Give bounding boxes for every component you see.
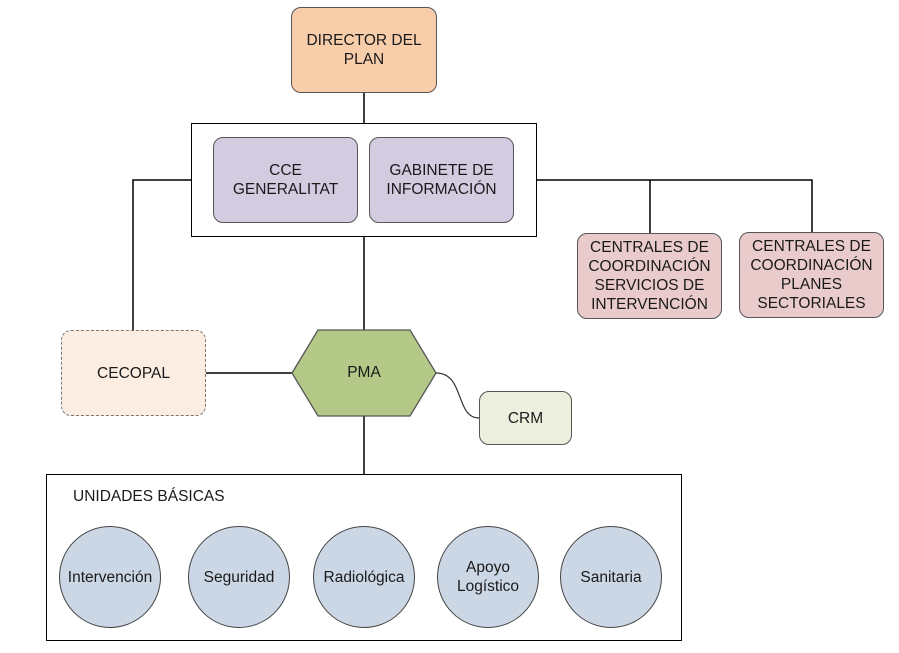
- connector-group-cecopal: [132, 179, 191, 330]
- connector-group-centrales: [537, 179, 813, 232]
- unidad-intervencion-node: Intervención: [59, 526, 161, 628]
- cecopal-node: CECOPAL: [61, 330, 206, 416]
- pma-node: PMA: [292, 330, 436, 416]
- centrales-servicios-node: CENTRALES DE COORDINACIÓN SERVICIOS DE I…: [577, 233, 722, 319]
- connector-pma-crm: [435, 372, 480, 419]
- pma-label: PMA: [347, 364, 381, 381]
- centrales-planes-node: CENTRALES DE COORDINACIÓN PLANES SECTORI…: [739, 232, 884, 318]
- unidad-label: Apoyo Logístico: [456, 559, 520, 595]
- director-del-plan-node: DIRECTOR DEL PLAN: [291, 7, 437, 93]
- unidad-label: Seguridad: [203, 568, 275, 586]
- crm-label: CRM: [507, 409, 544, 427]
- unidad-apoyo-logistico-node: Apoyo Logístico: [437, 526, 539, 628]
- unidad-sanitaria-node: Sanitaria: [560, 526, 662, 628]
- gabinete-informacion-node: GABINETE DE INFORMACIÓN: [369, 137, 514, 223]
- cce-label: CCE GENERALITAT: [232, 162, 339, 198]
- unidad-radiologica-node: Radiológica: [313, 526, 415, 628]
- unidad-seguridad-node: Seguridad: [188, 526, 290, 628]
- cce-generalitat-node: CCE GENERALITAT: [213, 137, 358, 223]
- unidades-basicas-title: UNIDADES BÁSICAS: [73, 488, 225, 505]
- director-label: DIRECTOR DEL PLAN: [306, 32, 422, 68]
- unidad-label: Intervención: [67, 568, 153, 586]
- gabinete-label: GABINETE DE INFORMACIÓN: [386, 162, 497, 198]
- pma-hexagon: [291, 329, 437, 417]
- unidad-label: Radiológica: [323, 568, 405, 586]
- centrales-servicios-label: CENTRALES DE COORDINACIÓN SERVICIOS DE I…: [588, 239, 711, 313]
- cecopal-label: CECOPAL: [97, 364, 170, 382]
- crm-node: CRM: [479, 391, 572, 445]
- centrales-planes-label: CENTRALES DE COORDINACIÓN PLANES SECTORI…: [750, 238, 873, 312]
- unidad-label: Sanitaria: [580, 568, 642, 586]
